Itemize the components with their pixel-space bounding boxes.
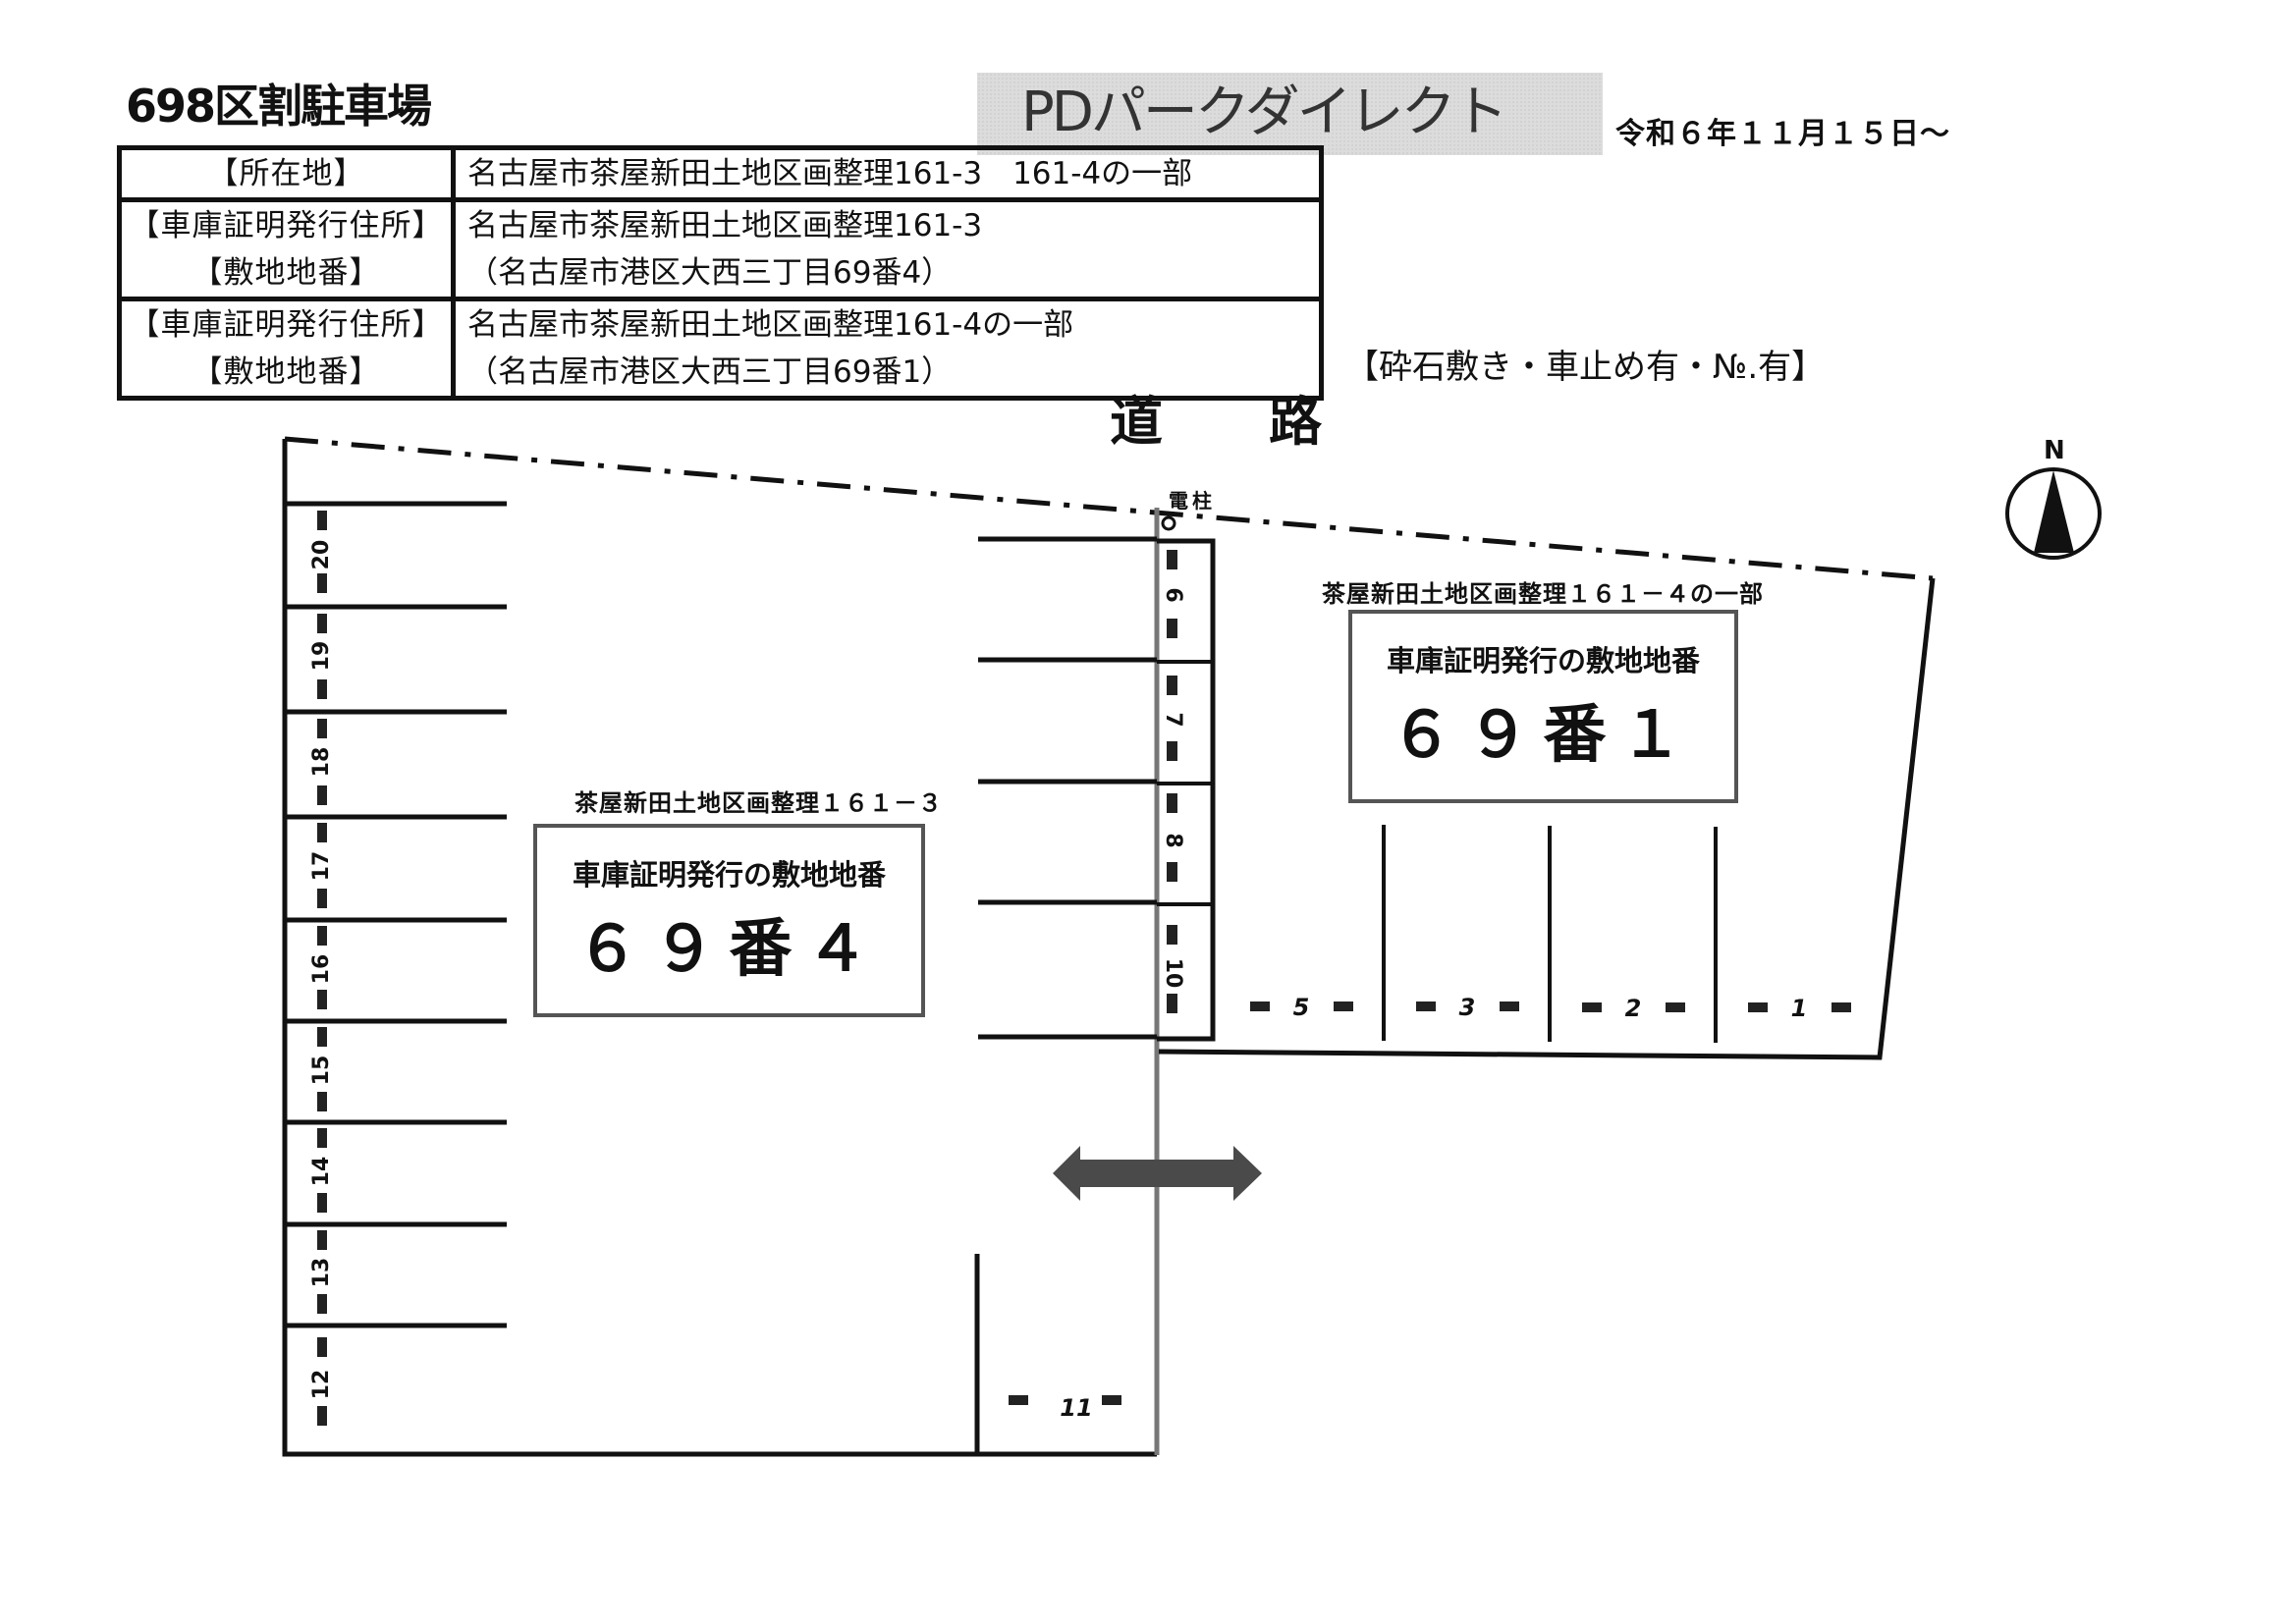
value-lot-number: （名古屋市港区大西三丁目69番4）: [467, 255, 953, 291]
lot-number: ６９番１: [1390, 699, 1697, 772]
table-row: 【車庫証明発行住所】 【敷地地番】 名古屋市茶屋新田土地区画整理161-3 （名…: [117, 197, 1324, 301]
page-title: 698区割駐車場: [126, 80, 432, 133]
stall-number: 7: [1161, 712, 1185, 728]
left-stall-lines: [285, 501, 507, 1328]
lot-number: ６９番４: [575, 913, 883, 986]
road-label: 道路: [1110, 391, 1428, 453]
value-lot-number: （名古屋市港区大西三丁目69番1）: [467, 354, 953, 390]
operator-banner: [977, 73, 1603, 155]
compass-north-label: N: [2044, 436, 2065, 465]
lot-box-69-1: 車庫証明発行の敷地地番 ６９番１: [1348, 610, 1738, 803]
lot-box-69-4: 車庫証明発行の敷地地番 ６９番４: [533, 824, 925, 1017]
stall-number: 2: [1624, 995, 1642, 1022]
value-garage-cert-address: 名古屋市茶屋新田土地区画整理161-3: [467, 208, 983, 244]
stall-number: 8: [1161, 833, 1185, 848]
lot-caption: 車庫証明発行の敷地地番: [572, 858, 886, 892]
center-stall-box: [1157, 538, 1216, 1042]
two-way-arrow-icon: [1053, 1146, 1262, 1201]
stall-number: 19: [309, 640, 334, 672]
table-row: 【車庫証明発行住所】 【敷地地番】 名古屋市茶屋新田土地区画整理161-4の一部…: [117, 297, 1324, 401]
parcel-label-161-4: 茶屋新田土地区画整理１６１－４の一部: [1322, 580, 1764, 608]
stall-number: 11: [1060, 1394, 1093, 1422]
stall-number: 12: [309, 1369, 334, 1400]
effective-date: 令和６年１１月１５日～: [1615, 117, 1950, 151]
stall-number: 15: [309, 1055, 334, 1086]
road-boundary-line: [284, 436, 1934, 581]
surface-notes: 【砕石敷き・車止め有・№.有】: [1345, 348, 1826, 387]
stall-number: 16: [309, 953, 334, 985]
center-stall-box-dividers: [1157, 660, 1213, 906]
left-lot-boundary: [282, 439, 1157, 1457]
parcel-label-161-3: 茶屋新田土地区画整理１６１－３: [574, 789, 943, 817]
table-label-cell: 【車庫証明発行住所】 【敷地地番】: [117, 297, 456, 401]
stall-number: 5: [1292, 994, 1310, 1021]
utility-pole-icon: [1161, 515, 1176, 531]
north-compass-icon: [2005, 467, 2102, 560]
utility-pole-label: 電柱: [1169, 489, 1216, 513]
stall-number: 14: [309, 1156, 334, 1187]
table-row: 【所在地】 名古屋市茶屋新田土地区画整理161-3 161-4の一部: [117, 145, 1324, 202]
label-lot-number: 【敷地地番】: [191, 255, 381, 291]
operator-name: PDパークダイレクト: [1021, 81, 1508, 144]
stall-number: 20: [309, 539, 334, 570]
stall-number: 10: [1161, 957, 1185, 989]
label-lot-number: 【敷地地番】: [191, 354, 381, 390]
stall-number: 18: [309, 746, 334, 778]
table-label-cell: 【所在地】: [117, 145, 456, 202]
table-label-cell: 【車庫証明発行住所】 【敷地地番】: [117, 197, 456, 301]
lot-caption: 車庫証明発行の敷地地番: [1386, 644, 1700, 677]
table-value-cell: 名古屋市茶屋新田土地区画整理161-3 （名古屋市港区大西三丁目69番4）: [451, 197, 1324, 301]
stall-markers-center: [1167, 550, 1177, 1013]
table-value-cell: 名古屋市茶屋新田土地区画整理161-3 161-4の一部: [451, 145, 1324, 202]
center-stall-lines: [974, 536, 1157, 1454]
stall-markers-right: [1009, 1001, 1851, 1405]
label-garage-cert-address: 【車庫証明発行住所】: [129, 307, 444, 343]
stall-number: 1: [1790, 995, 1808, 1022]
right-lot-boundary: [1158, 577, 1936, 1060]
label-location: 【所在地】: [207, 156, 365, 191]
label-garage-cert-address: 【車庫証明発行住所】: [129, 208, 444, 244]
stall-number: 17: [309, 850, 334, 882]
stall-number: 3: [1458, 994, 1476, 1021]
stall-markers-left: [317, 511, 327, 1426]
value-location: 名古屋市茶屋新田土地区画整理161-3 161-4の一部: [467, 156, 1193, 191]
table-value-cell: 名古屋市茶屋新田土地区画整理161-4の一部 （名古屋市港区大西三丁目69番1）: [451, 297, 1324, 401]
address-table: 【所在地】 名古屋市茶屋新田土地区画整理161-3 161-4の一部 【車庫証明…: [117, 145, 1324, 401]
stall-number: 13: [309, 1257, 334, 1288]
value-garage-cert-address: 名古屋市茶屋新田土地区画整理161-4の一部: [467, 307, 1074, 343]
stall-number: 6: [1161, 587, 1185, 603]
right-stall-lines: [1382, 825, 1718, 1043]
